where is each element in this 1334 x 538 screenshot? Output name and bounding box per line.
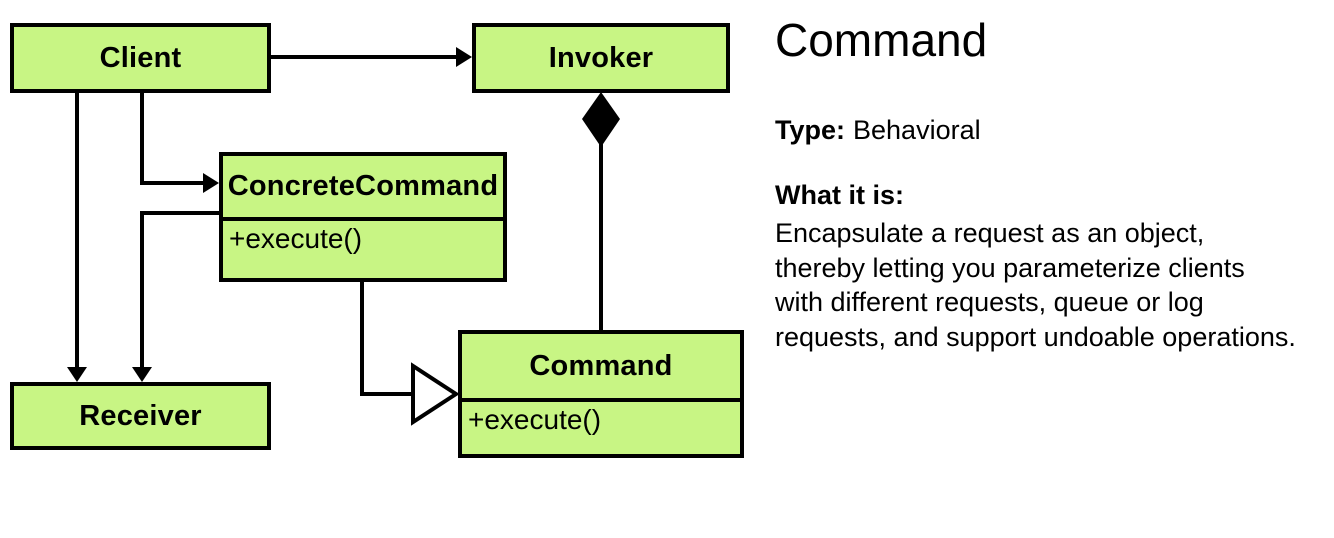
aggregation-diamond-icon <box>582 92 620 147</box>
arrowhead-icon <box>67 367 87 382</box>
uml-diagram: Client Invoker ConcreteCommand +execute(… <box>10 23 744 458</box>
class-title: ConcreteCommand <box>223 156 503 221</box>
arrowhead-icon <box>456 47 472 67</box>
class-box-concretecommand: ConcreteCommand +execute() <box>219 152 507 282</box>
connector-client-invoker <box>271 47 472 67</box>
class-member-execute: +execute() <box>468 404 602 435</box>
class-member-execute: +execute() <box>229 223 363 254</box>
class-title: Invoker <box>548 41 654 74</box>
connector-concretecommand-receiver <box>132 211 219 382</box>
arrowhead-icon <box>132 367 152 382</box>
class-box-receiver: Receiver <box>10 382 271 450</box>
connector-concretecommand-command <box>360 282 460 426</box>
class-box-client: Client <box>10 23 271 93</box>
connector-invoker-command <box>582 92 620 330</box>
info-panel: Command Type:Behavioral What it is: Enca… <box>775 0 1331 538</box>
connector-client-receiver <box>67 93 87 382</box>
class-title: Client <box>99 41 182 74</box>
arrowhead-icon <box>203 173 219 193</box>
realization-triangle-icon <box>411 362 460 426</box>
connector-client-concretecommand <box>140 93 219 193</box>
pattern-type-row: Type:Behavioral <box>775 113 981 147</box>
pattern-description: Encapsulate a request as an object, ther… <box>775 218 1296 352</box>
class-box-invoker: Invoker <box>472 23 730 93</box>
class-title: Receiver <box>79 399 202 432</box>
what-it-is-label: What it is: <box>775 180 904 210</box>
class-title: Command <box>462 334 740 402</box>
class-box-command: Command +execute() <box>458 330 744 458</box>
type-label: Type: <box>775 115 846 145</box>
pattern-title: Command <box>775 14 988 66</box>
uml-connectors <box>67 47 620 426</box>
type-value: Behavioral <box>853 115 981 145</box>
